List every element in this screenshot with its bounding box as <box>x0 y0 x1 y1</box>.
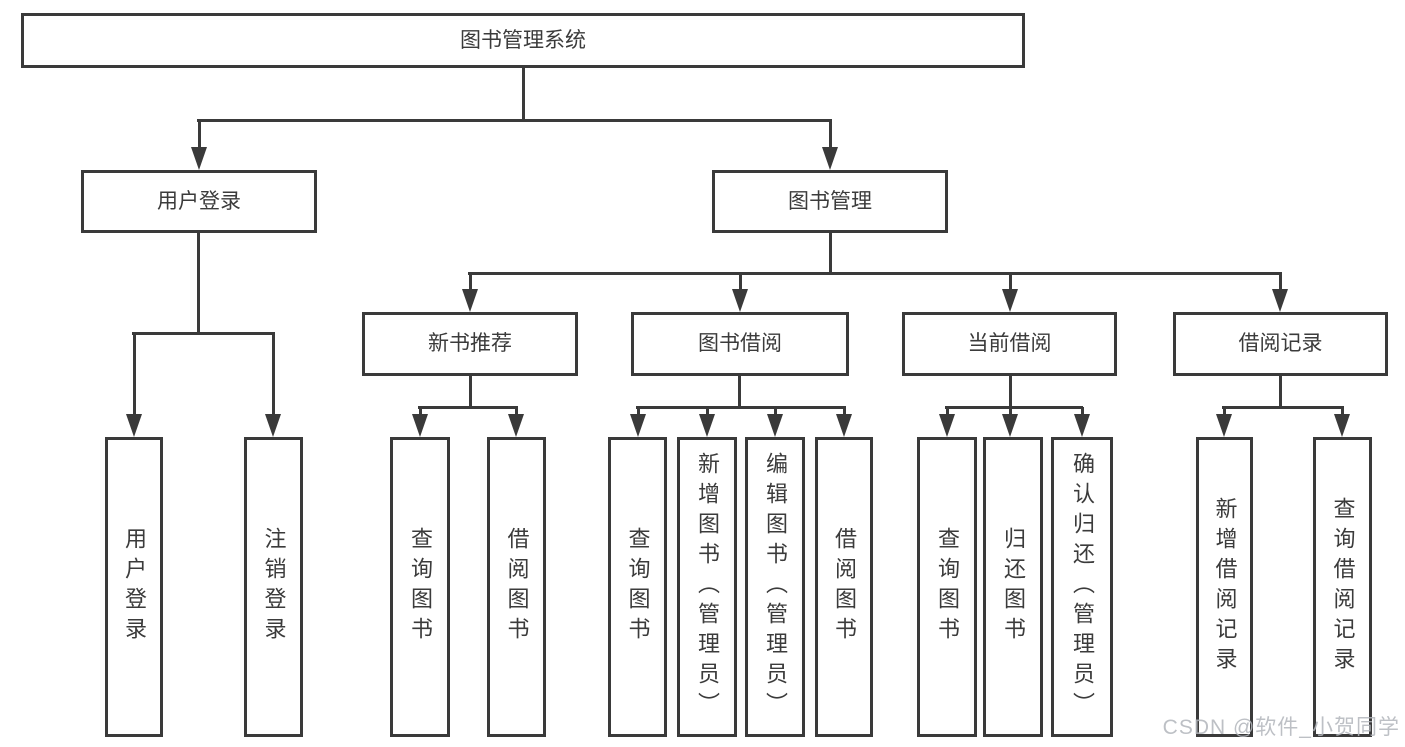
arrow-down-icon <box>939 414 955 437</box>
leaf-add-borrow-record: 新增借阅记录 <box>1196 437 1253 737</box>
arrow-down-icon <box>1272 289 1288 312</box>
connector-line <box>829 120 832 151</box>
arrow-down-icon <box>732 289 748 312</box>
arrow-down-icon <box>1002 289 1018 312</box>
leaf-label: 新增借阅记录 <box>1212 497 1238 677</box>
connector-line <box>468 272 1282 275</box>
leaf-query-books-recommend: 查询图书 <box>390 437 450 737</box>
connector-line <box>1341 407 1344 417</box>
arrow-down-icon <box>630 414 646 437</box>
connector-line <box>1009 407 1012 417</box>
connector-line <box>1009 376 1012 407</box>
connector-line <box>419 407 422 417</box>
csdn-watermark: CSDN @软件_小贺同学 <box>1162 716 1400 739</box>
leaf-borrow-books: 借阅图书 <box>815 437 873 737</box>
connector-line <box>197 119 832 122</box>
connector-line <box>197 233 200 333</box>
arrow-down-icon <box>1216 414 1232 437</box>
arrow-down-icon <box>822 147 838 170</box>
arrow-down-icon <box>126 414 142 437</box>
connector-line <box>418 406 518 409</box>
node-book-management: 图书管理 <box>712 170 948 233</box>
connector-line <box>1279 376 1282 407</box>
node-user-login: 用户登录 <box>81 170 317 233</box>
connector-line <box>946 407 949 417</box>
leaf-label: 新增图书（管理员） <box>695 452 720 722</box>
node-current-borrow: 当前借阅 <box>902 312 1117 376</box>
connector-line <box>515 407 518 417</box>
leaf-label: 编辑图书（管理员） <box>763 452 788 722</box>
connector-line <box>706 407 709 417</box>
leaf-label: 注销登录 <box>261 527 287 647</box>
connector-line <box>1081 407 1084 417</box>
leaf-label: 借阅图书 <box>832 527 857 647</box>
connector-line <box>1222 406 1344 409</box>
arrow-down-icon <box>836 414 852 437</box>
leaf-label: 查询图书 <box>625 527 651 647</box>
connector-line <box>522 68 525 120</box>
leaf-query-books-current: 查询图书 <box>917 437 977 737</box>
arrow-down-icon <box>265 414 281 437</box>
leaf-label: 查询图书 <box>935 527 960 647</box>
connector-line <box>133 333 136 417</box>
leaf-label: 查询图书 <box>408 527 433 647</box>
leaf-query-books-borrow: 查询图书 <box>608 437 667 737</box>
arrow-down-icon <box>699 414 715 437</box>
arrow-down-icon <box>1002 414 1018 437</box>
node-new-book-recommend: 新书推荐 <box>362 312 578 376</box>
node-borrow-records: 借阅记录 <box>1173 312 1388 376</box>
leaf-user-login: 用户登录 <box>105 437 163 737</box>
connector-line <box>843 407 846 417</box>
leaf-edit-books-admin: 编辑图书（管理员） <box>745 437 805 737</box>
connector-line <box>774 407 777 417</box>
arrow-down-icon <box>191 147 207 170</box>
leaf-logout: 注销登录 <box>244 437 303 737</box>
connector-line <box>198 120 201 151</box>
connector-line <box>829 233 832 273</box>
connector-line <box>1223 407 1226 417</box>
arrow-down-icon <box>1334 414 1350 437</box>
connector-line <box>739 273 742 293</box>
connector-line <box>1009 273 1012 293</box>
connector-line <box>738 376 741 407</box>
connector-line <box>272 333 275 417</box>
leaf-label: 确认归还（管理员） <box>1070 452 1095 722</box>
arrow-down-icon <box>1074 414 1090 437</box>
leaf-label: 归还图书 <box>1001 527 1026 647</box>
connector-line <box>637 407 640 417</box>
connector-line <box>469 376 472 407</box>
leaf-return-books: 归还图书 <box>983 437 1043 737</box>
leaf-label: 查询借阅记录 <box>1330 497 1356 677</box>
connector-line <box>945 406 1083 409</box>
leaf-label: 用户登录 <box>122 527 147 647</box>
node-root: 图书管理系统 <box>21 13 1025 68</box>
arrow-down-icon <box>412 414 428 437</box>
arrow-down-icon <box>508 414 524 437</box>
leaf-query-borrow-record: 查询借阅记录 <box>1313 437 1372 737</box>
leaf-label: 借阅图书 <box>504 527 530 647</box>
leaf-confirm-return-admin: 确认归还（管理员） <box>1051 437 1113 737</box>
leaf-borrow-books-recommend: 借阅图书 <box>487 437 546 737</box>
connector-line <box>1279 273 1282 293</box>
connector-line <box>469 273 472 293</box>
arrow-down-icon <box>767 414 783 437</box>
leaf-add-books-admin: 新增图书（管理员） <box>677 437 737 737</box>
arrow-down-icon <box>462 289 478 312</box>
connector-line <box>132 332 275 335</box>
connector-line <box>636 406 846 409</box>
node-book-borrow: 图书借阅 <box>631 312 849 376</box>
